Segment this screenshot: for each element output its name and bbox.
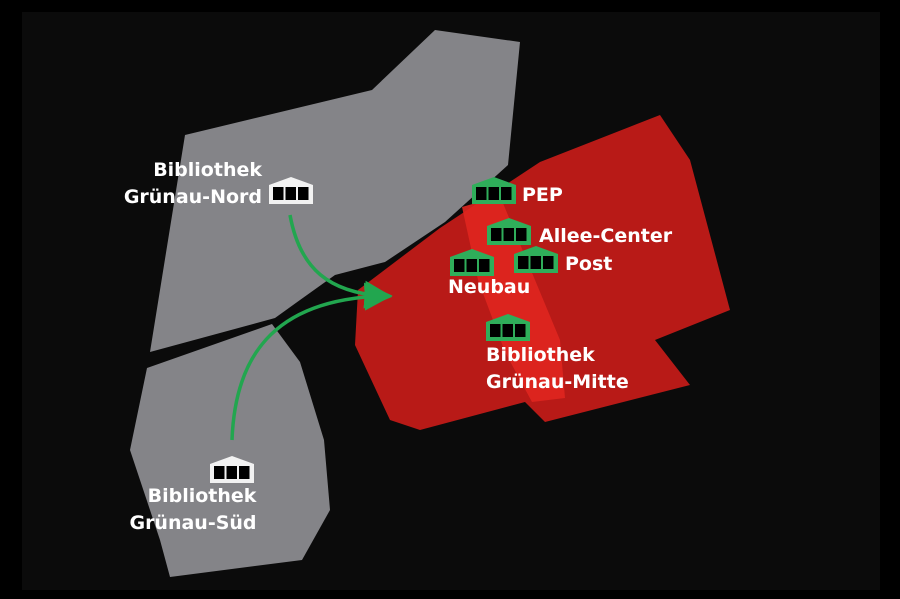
library-sued-label-2: Grünau-Süd xyxy=(129,512,256,534)
neubau-label: Neubau xyxy=(448,276,530,298)
library-nord-label-2: Grünau-Nord xyxy=(124,186,262,208)
arrow-sued-to-mitte xyxy=(230,282,393,441)
district-gruenau-sued xyxy=(130,324,330,577)
library-mitte-label-2: Grünau-Mitte xyxy=(486,371,629,393)
allee-center-label: Allee-Center xyxy=(539,225,673,247)
main-street-stripe xyxy=(462,196,565,402)
pep-label: PEP xyxy=(522,184,563,206)
library-mitte-label-1: Bibliothek xyxy=(486,344,595,366)
library-nord-label-1: Bibliothek xyxy=(153,159,262,181)
district-gruenau-nord xyxy=(150,30,520,352)
post-label: Post xyxy=(565,253,612,275)
library-sued-label-1: Bibliothek xyxy=(148,485,257,507)
